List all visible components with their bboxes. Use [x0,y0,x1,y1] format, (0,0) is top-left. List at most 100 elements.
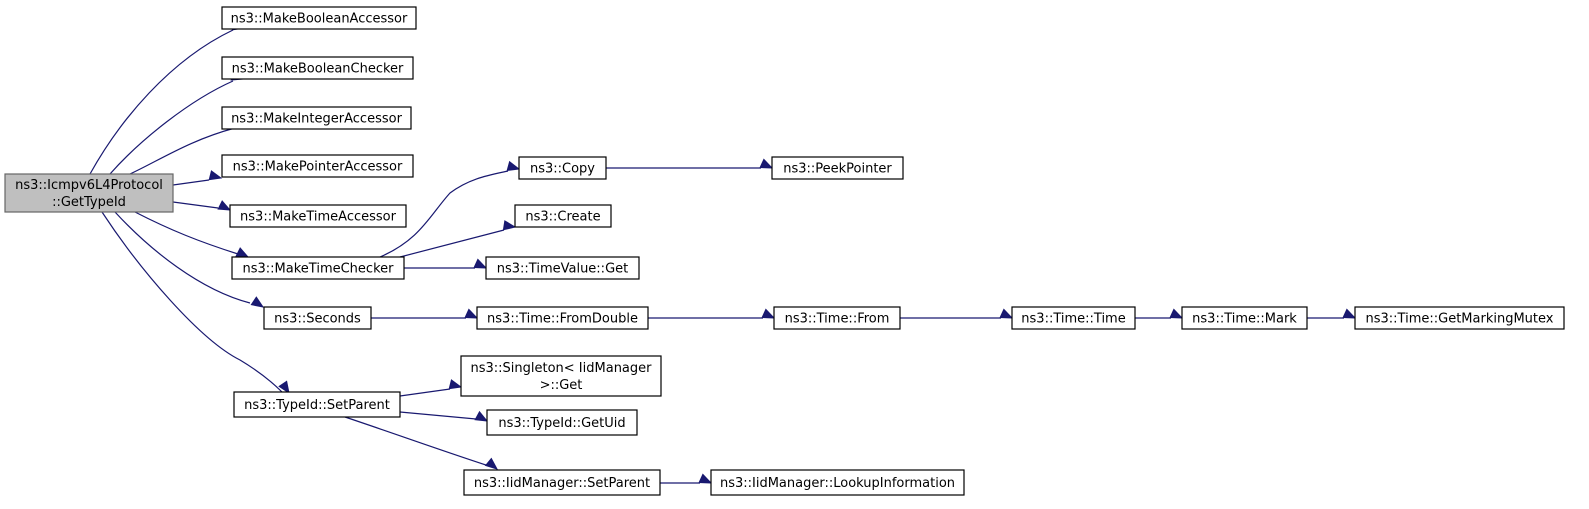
edge-from-to-time [900,308,1014,319]
function-node[interactable]: ns3::IidManager::SetParent [463,469,661,496]
function-node[interactable]: ns3::Time::Time [1011,306,1136,330]
node-box [233,391,401,418]
arrowhead-icon [698,473,713,484]
node-box [1181,306,1308,330]
edge-mark-to-gmm [1307,308,1357,319]
function-node[interactable]: ns3::PeekPointer [771,156,904,180]
node-box [773,306,901,330]
node-box [476,306,649,330]
node-box [514,204,612,228]
edge-line [399,411,477,420]
function-node[interactable]: ns3::IidManager::LookupInformation [710,469,965,496]
edge-sec-to-fromdbl [371,308,479,319]
node-box [710,469,965,496]
node-label: ns3::TypeId::GetUid [498,416,625,431]
node-box [4,173,174,213]
function-node[interactable]: ns3::Time::From [773,306,901,330]
arrowhead-icon [208,170,223,181]
node-box [231,256,405,280]
function-node[interactable]: ns3::Copy [518,156,607,180]
arrowhead-icon [278,380,290,395]
arrowhead-icon [759,158,774,169]
arrowhead-icon [464,308,479,319]
function-node[interactable]: ns3::MakePointerAccessor [221,154,414,178]
node-box [229,204,407,228]
node-label: ns3::Time::GetMarkingMutex [1366,312,1554,327]
function-node[interactable]: ns3::TypeId::SetParent [233,391,401,418]
edge-line [344,416,487,466]
edge-line [129,127,236,175]
function-node[interactable]: ns3::Time::FromDouble [476,306,649,330]
node-box [221,154,414,178]
call-graph-nodes: ns3::Icmpv6L4Protocol::GetTypeIdns3::Mak… [4,6,1565,496]
function-node[interactable]: ns3::Singleton< IidManager>::Get [460,355,662,397]
node-label: ns3::Time::From [785,312,890,327]
node-box [221,6,417,30]
function-node[interactable]: ns3::TimeValue::Get [485,256,640,280]
node-box [221,106,412,130]
root-function-node: ns3::Icmpv6L4Protocol::GetTypeId [4,173,174,213]
edge-root-to-tsp [101,211,290,395]
edge-root-to-mta [172,200,232,211]
node-label: ns3::PeekPointer [783,162,892,177]
edge-iidsp-to-lookup [660,473,713,484]
function-node[interactable]: ns3::TypeId::GetUid [486,409,638,436]
edge-line [134,211,239,255]
function-node[interactable]: ns3::MakeBooleanChecker [221,56,414,80]
function-node[interactable]: ns3::Create [514,204,612,228]
node-box [263,306,372,330]
function-node[interactable]: ns3::Time::Mark [1181,306,1308,330]
arrowhead-icon [506,160,521,172]
function-node[interactable]: ns3::MakeIntegerAccessor [221,106,412,130]
edge-fromdbl-to-from [648,308,776,319]
edge-line [399,229,505,258]
node-label: ns3::MakeBooleanAccessor [231,12,408,27]
node-label: ns3::TimeValue::Get [497,262,629,277]
node-label: ns3::Time::Mark [1192,312,1297,327]
node-box [1011,306,1136,330]
node-label: ns3::Icmpv6L4Protocol [15,178,163,193]
arrowhead-icon [1342,308,1357,319]
function-node[interactable]: ns3::MakeBooleanAccessor [221,6,417,30]
edge-line [89,29,234,175]
edge-copy-to-peek [606,158,774,169]
arrowhead-icon [250,296,265,308]
function-node[interactable]: ns3::Seconds [263,306,372,330]
arrowhead-icon [448,379,463,390]
arrowhead-icon [999,308,1014,319]
node-box [485,256,640,280]
edge-mtc-to-create [399,220,517,258]
arrowhead-icon [1169,308,1184,319]
function-node[interactable]: ns3::MakeTimeChecker [231,256,405,280]
function-node[interactable]: ns3::MakeTimeAccessor [229,204,407,228]
node-label: ns3::Create [525,210,600,225]
edge-root-to-mpa [172,170,223,186]
arrowhead-icon [502,220,517,231]
edge-line [399,388,451,397]
edge-tsp-to-getuid [399,410,489,422]
node-box [486,409,638,436]
arrowhead-icon [474,410,489,422]
edge-tsp-to-iidsp [344,416,499,470]
node-box [221,56,414,80]
node-label: ns3::TypeId::SetParent [244,398,390,413]
edge-line [114,211,251,304]
node-label: ns3::Singleton< IidManager [470,361,652,376]
node-label: >::Get [540,378,583,393]
node-label: ::GetTypeId [52,195,126,210]
edge-tsp-to-singget [399,379,463,397]
node-label: ns3::Time::Time [1021,312,1125,327]
node-box [771,156,904,180]
node-label: ns3::IidManager::LookupInformation [720,476,955,491]
node-label: ns3::MakeTimeAccessor [240,210,397,225]
edge-line [109,80,234,175]
node-label: ns3::Time::FromDouble [487,312,638,327]
arrowhead-icon [484,457,499,470]
function-node[interactable]: ns3::Time::GetMarkingMutex [1354,306,1565,330]
edge-line [379,170,509,258]
node-label: ns3::MakeTimeChecker [243,262,395,277]
node-label: ns3::MakeIntegerAccessor [231,112,403,127]
arrowhead-icon [217,200,232,211]
arrowhead-icon [235,247,250,258]
